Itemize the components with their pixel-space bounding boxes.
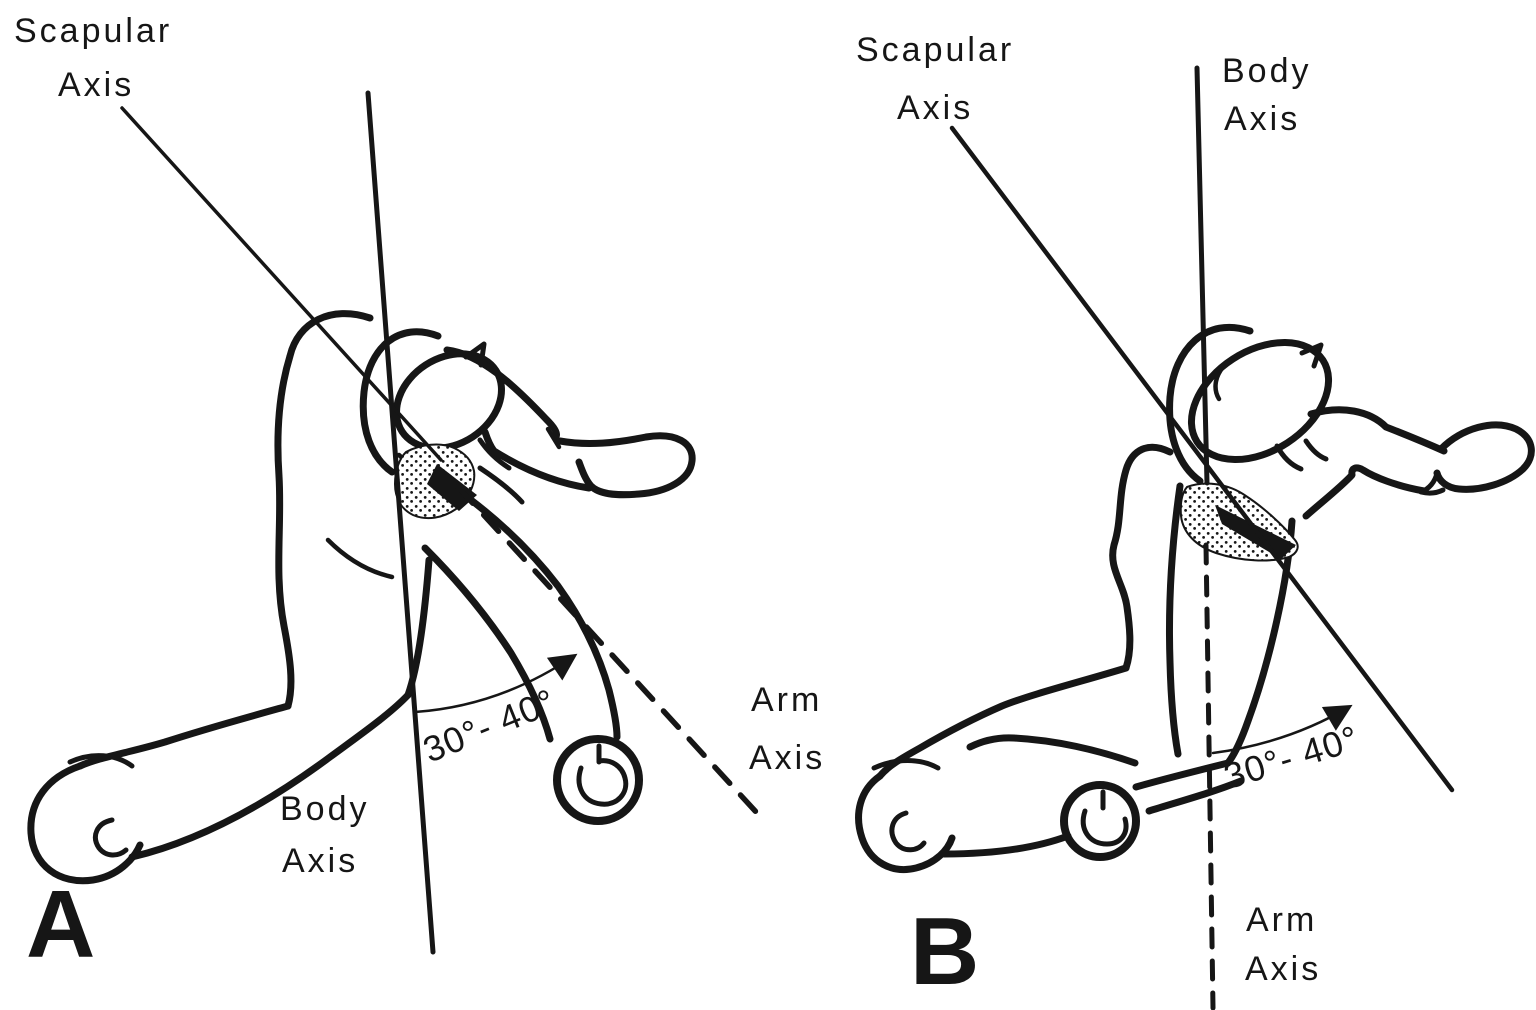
panel-a-shoulder-line (477, 465, 525, 505)
panel-a-body-axis-label-line1: Body (280, 790, 370, 828)
panel-b-angle-arc (1211, 704, 1353, 755)
panel-b-neck-line-1 (1274, 443, 1304, 472)
panel-a-abducted-arm-top (467, 496, 621, 741)
panel-b-ear-tick (1299, 342, 1324, 369)
panel-a-extended-arm-bottom (481, 428, 593, 492)
panel-b-thigh-bottom-edge (966, 734, 1139, 767)
panel-a-arm-axis-line (455, 484, 760, 816)
panel-a-arm-axis-label-line2: Axis (749, 739, 825, 777)
panel-b-cheek-crease (1213, 364, 1226, 402)
panel-a-head-hood-outline (359, 328, 442, 476)
panel-b-arm-axis-line (1203, 542, 1216, 1010)
panel-a-neck-line (477, 437, 512, 471)
panel-b-letter: B (910, 898, 979, 1005)
panel-b-shoulder-flank-outline (1109, 443, 1174, 672)
panel-b-body-axis-line (1194, 65, 1210, 486)
panel-b-scapular-axis-line (949, 125, 1455, 793)
panel-a-leg-bottom-edge (128, 691, 412, 861)
panel-a-angle-value: 30°- 40° (417, 680, 561, 770)
panel-b-body-axis-label-line2: Axis (1224, 100, 1300, 138)
panel-a-fist (553, 735, 643, 825)
panel-b: Scapular Axis Body Axis Arm Axis 30°- 40… (855, 31, 1535, 1010)
panel-b-head (1187, 338, 1333, 464)
panel-a-arm-axis-label-line1: Arm (751, 681, 822, 719)
panel-b-forearm-bottom-edge (1145, 777, 1245, 815)
panel-b-arm-axis-label-line1: Arm (1246, 901, 1317, 939)
panel-a-foot-hook (93, 817, 129, 858)
panel-a-body-axis-line (365, 90, 436, 955)
panel-b-leg-bottom-edge (940, 832, 1072, 858)
panel-b-fist-fingers (1080, 808, 1129, 847)
panel-b-foot-crease (871, 758, 941, 771)
panel-b-fist (1060, 781, 1140, 861)
panel-b-scapular-axis-label-line2: Axis (897, 89, 973, 127)
panel-a-fist-fingers (576, 758, 629, 807)
panel-a-figure (27, 310, 696, 885)
panel-a-angle-arc (413, 653, 578, 714)
panel-a-leg-top-edge (76, 702, 292, 770)
panel-a-body-axis-label-line2: Axis (282, 842, 358, 880)
panel-a-torso-outline (274, 310, 374, 710)
panel-a-scapular-axis-label-line2: Axis (58, 66, 134, 104)
panel-b-arm-axis-label-line2: Axis (1245, 950, 1321, 988)
panel-b-foot-outline (855, 772, 956, 873)
panel-a-scapular-axis-line (120, 106, 443, 462)
panel-a-extended-arm-top (443, 346, 560, 441)
panel-b-head-hood-outline (1166, 323, 1254, 485)
panel-b-neck-line-2 (1303, 438, 1329, 462)
panel-b-angle-value: 30°- 40° (1219, 717, 1364, 797)
panel-b-forearm-top-edge (1132, 759, 1232, 791)
panel-a-scapular-spine (427, 464, 477, 511)
panel-b-extended-arm-bottom (1302, 464, 1428, 520)
panel-a-foot-crease (67, 753, 135, 769)
panel-b-foot-hook (889, 810, 927, 853)
panel-a-scapular-axis-label-line1: Scapular (14, 12, 172, 50)
panel-b-figure (855, 323, 1535, 873)
panel-b-extended-hand (1433, 421, 1535, 493)
panel-a-ear-tick (463, 341, 487, 368)
panel-a: Scapular Axis Body Axis Arm Axis 30°- 40… (14, 12, 825, 978)
panel-b-extended-arm-top (1307, 406, 1448, 455)
panel-a-elbow-crease (545, 426, 562, 450)
panel-b-back-edge (1166, 482, 1184, 758)
panel-a-chest-crease (325, 537, 395, 580)
panel-a-foot-outline (27, 762, 144, 885)
panel-b-body-axis-label-line1: Body (1222, 52, 1312, 90)
panel-b-scapular-axis-label-line1: Scapular (856, 31, 1014, 69)
panel-a-abducted-arm-bottom (421, 544, 554, 743)
panel-a-letter: A (26, 871, 95, 978)
